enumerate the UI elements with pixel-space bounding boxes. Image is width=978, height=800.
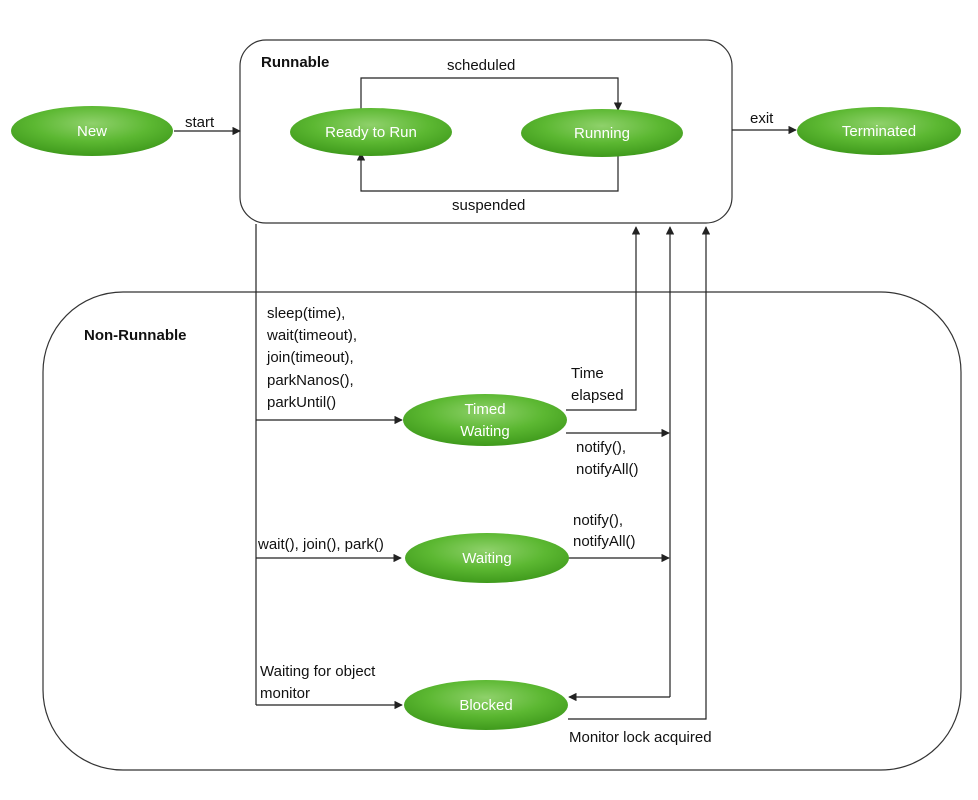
- label-timed-calls-2: wait(timeout),: [266, 327, 357, 344]
- state-blocked: Blocked: [404, 680, 568, 730]
- state-timed-waiting-label-1: Timed: [464, 401, 505, 418]
- label-suspended: suspended: [452, 197, 525, 214]
- edge-suspended: [356, 152, 619, 192]
- state-new: New: [11, 106, 173, 156]
- state-ready-to-run: Ready to Run: [290, 108, 452, 156]
- state-waiting-label: Waiting: [462, 550, 511, 567]
- label-scheduled: scheduled: [447, 57, 515, 74]
- runnable-group-label: Runnable: [261, 54, 329, 71]
- state-blocked-label: Blocked: [459, 697, 512, 714]
- state-timed-waiting: Timed Waiting: [403, 394, 567, 446]
- label-notify-waiting-2: notifyAll(): [573, 533, 636, 550]
- edge-scheduled: [360, 77, 623, 112]
- label-notify-timed-2: notifyAll(): [576, 461, 639, 478]
- label-timed-calls-3: join(timeout),: [266, 349, 354, 366]
- state-ready-label: Ready to Run: [325, 124, 417, 141]
- non-runnable-group-label: Non-Runnable: [84, 327, 187, 344]
- state-terminated-label: Terminated: [842, 123, 916, 140]
- label-notify-waiting-1: notify(),: [573, 512, 623, 529]
- state-terminated: Terminated: [797, 107, 961, 155]
- edge-time-elapsed: [566, 226, 641, 411]
- state-waiting: Waiting: [405, 533, 569, 583]
- label-monitor-acquired: Monitor lock acquired: [569, 729, 712, 746]
- state-new-label: New: [77, 123, 107, 140]
- label-timed-calls-1: sleep(time),: [267, 305, 345, 322]
- label-monitor-wait-2: monitor: [260, 685, 310, 702]
- label-notify-timed-1: notify(),: [576, 439, 626, 456]
- state-timed-waiting-label-2: Waiting: [460, 423, 509, 440]
- label-time-elapsed-1: Time: [571, 365, 604, 382]
- label-time-elapsed-2: elapsed: [571, 387, 624, 404]
- label-exit: exit: [750, 110, 774, 127]
- label-monitor-wait-1: Waiting for object: [260, 663, 376, 680]
- label-timed-calls-5: parkUntil(): [267, 394, 336, 411]
- edge-monitor-acquired: [568, 226, 711, 720]
- state-running-label: Running: [574, 125, 630, 142]
- label-timed-calls-4: parkNanos(),: [267, 372, 354, 389]
- label-start: start: [185, 114, 215, 131]
- state-running: Running: [521, 109, 683, 157]
- label-wait-calls: wait(), join(), park(): [257, 536, 384, 553]
- non-runnable-container: [42, 291, 962, 771]
